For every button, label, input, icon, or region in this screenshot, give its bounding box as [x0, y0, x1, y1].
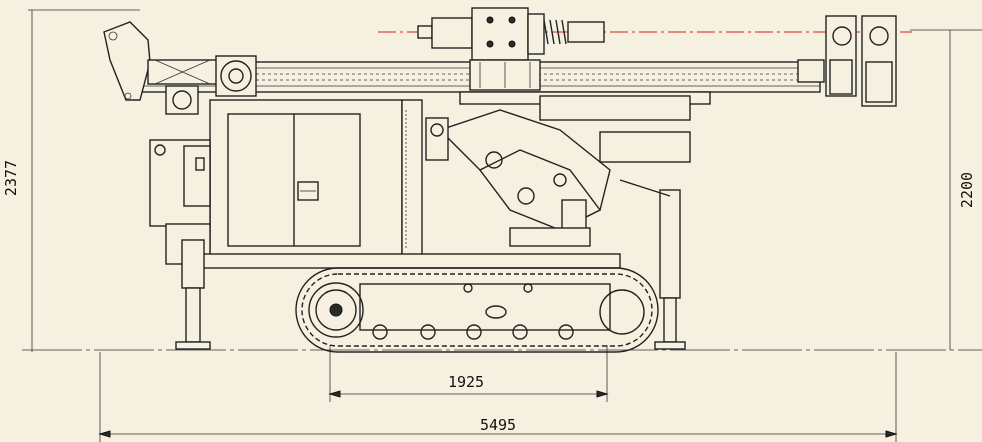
mast-crown-bracket [103, 21, 219, 101]
track-length-label: 1925 [448, 373, 484, 391]
power-unit-housing [209, 99, 423, 257]
mast-height-label: 2200 [958, 172, 976, 208]
overall-height-label: 2377 [2, 160, 20, 196]
rotary-head [417, 7, 605, 91]
dimension-lines [22, 9, 982, 442]
swing-slide-unit [509, 95, 691, 247]
chassis-deck [199, 253, 621, 269]
overall-length-label: 5495 [480, 416, 516, 434]
stabilizer-right [619, 179, 686, 350]
stabilizer-left [175, 239, 211, 350]
mast-clamp-unit [797, 15, 897, 107]
mast-sheave [165, 55, 257, 115]
crawler-track [295, 267, 659, 353]
